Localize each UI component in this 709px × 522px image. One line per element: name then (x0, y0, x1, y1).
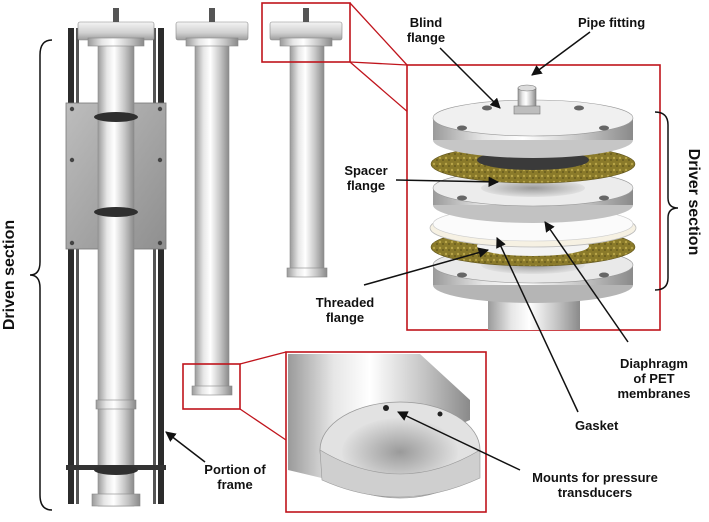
driven-top-flange (77, 21, 155, 41)
label-driver-section: Driver section (685, 148, 702, 256)
callout-connector (349, 2, 408, 66)
flange-zoom-panel (406, 64, 661, 331)
driver-top-flange-ring (279, 37, 333, 47)
driven-top-flange-ring (87, 37, 145, 47)
arrow-blind-flange (439, 47, 501, 109)
clamp-ring (94, 112, 138, 122)
bolt-hole (457, 272, 467, 278)
driver-top-flange (269, 21, 343, 41)
middle-top-flange (175, 21, 249, 41)
arrow-portion-of-frame (165, 431, 206, 463)
arrow-pipe-fitting (531, 31, 591, 76)
label-portion-of-frame: Portion of frame (204, 462, 266, 492)
zoom-ring-band (319, 449, 481, 498)
middle-tube (194, 43, 230, 393)
driven-assembly (65, 8, 167, 507)
middle-top-flange-ring (185, 37, 239, 47)
bolt-hole (599, 272, 609, 278)
label-spacer-flange: Spacer flange (344, 163, 388, 193)
plate-bolt (157, 240, 163, 246)
label-mounts: Mounts for pressure transducers (532, 470, 658, 500)
arrow-threaded-flange (363, 247, 490, 286)
bolt-hole (482, 105, 492, 111)
arrow-mounts (397, 411, 521, 471)
mount-zoom-panel (285, 351, 487, 513)
plate-bolt (157, 106, 163, 112)
zoom-pipe-fitting-top (517, 84, 537, 92)
callout-connector (239, 408, 287, 441)
label-gasket: Gasket (575, 418, 619, 433)
bolt-hole (457, 195, 467, 201)
zoom-tube-bore (342, 418, 458, 486)
plate-bolt (69, 240, 75, 246)
bolt-hole (599, 125, 609, 131)
top-callout-box (261, 2, 351, 63)
bolt-hole (599, 195, 609, 201)
driven-bottom-flange (91, 493, 141, 507)
label-threaded-flange: Threaded flange (315, 295, 375, 325)
middle-bottom-flange (191, 385, 233, 396)
tube-joint (95, 399, 137, 410)
label-diaphragm: Diaphragm of PET membranes (617, 356, 691, 401)
label-blind-flange: Blind flange (406, 15, 446, 45)
arrow-diaphragm (544, 221, 629, 343)
driver-tube (289, 43, 325, 271)
spacer-flange-bore (481, 179, 585, 197)
callout-connector (349, 61, 408, 66)
middle-pipe-fitting (209, 8, 215, 22)
mount-hole (383, 405, 389, 411)
plate-bolt (69, 157, 75, 163)
callout-connector (239, 351, 287, 365)
mount-hole (437, 411, 443, 417)
driven-section-brace (29, 39, 53, 511)
frame-rail-right-outer (158, 28, 164, 504)
bolt-hole (457, 125, 467, 131)
driver-bottom-flange (286, 267, 328, 278)
arrow-gasket (496, 237, 579, 413)
label-pipe-fitting: Pipe fitting (578, 15, 646, 30)
driven-pipe-fitting (113, 8, 119, 22)
frame-rail-left-inner (76, 28, 79, 504)
bolt-hole (574, 105, 584, 111)
driver-assembly (261, 2, 351, 278)
zoom-pipe-fitting-nut (513, 105, 541, 115)
driver-section-brace (654, 111, 679, 291)
clamp-ring (94, 465, 138, 475)
arrow-spacer-flange (395, 176, 500, 188)
frame-rail-right-inner (153, 28, 156, 504)
frame-rail-left-outer (68, 28, 74, 504)
label-driven-section: Driven section (1, 219, 18, 331)
driver-pipe-fitting (303, 8, 309, 22)
plate-bolt (69, 106, 75, 112)
plate-bolt (157, 157, 163, 163)
middle-assembly (175, 8, 249, 410)
bottom-callout-box (182, 363, 241, 410)
clamp-ring (94, 207, 138, 217)
